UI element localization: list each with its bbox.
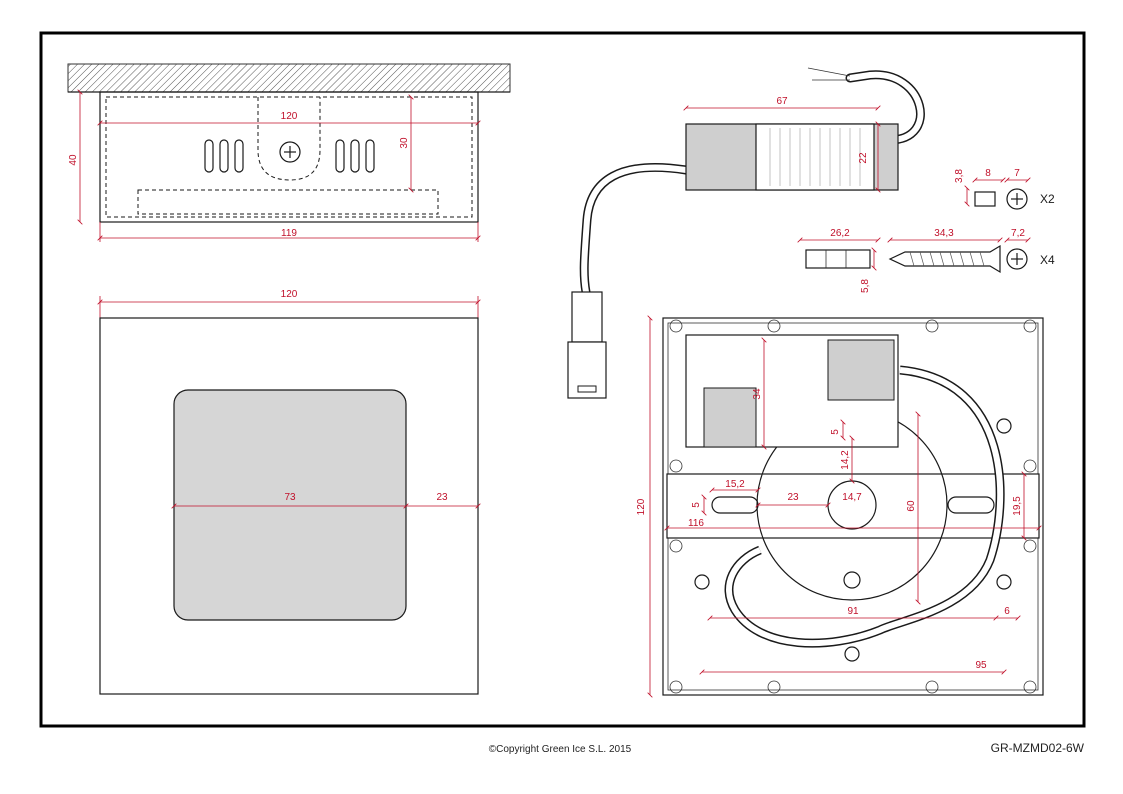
short-screw-icon: [974, 191, 996, 207]
clip-dashed: [257, 97, 321, 181]
ceiling-hatch: [67, 63, 511, 93]
housing-inner-dashed: [105, 96, 473, 218]
dim-plug-length: 26,2: [830, 228, 850, 239]
dim-front-width: 120: [281, 289, 298, 300]
dim-center-offset: 14,2: [840, 450, 851, 470]
dim-slot-width: 15,2: [725, 479, 745, 490]
dim-back-height: 120: [636, 498, 647, 515]
dim-plug-diameter: 5,8: [860, 279, 871, 293]
dim-outer-width: 95: [975, 660, 987, 671]
copyright-text: ©Copyright Green Ice S.L. 2015: [489, 744, 632, 755]
dim-screw-diameter: 7: [1014, 168, 1020, 179]
back-frame-outline: [662, 317, 1044, 696]
dim-panel-margin: 23: [436, 492, 448, 503]
dim-edge: 6: [1004, 606, 1010, 617]
vent-slots-left: [204, 139, 244, 173]
front-view: 120 73 23: [100, 289, 478, 695]
dim-driver-length: 67: [776, 96, 788, 107]
dim-side-depth: 30: [399, 137, 410, 149]
corner-screws: [694, 418, 1012, 662]
dim-slot-height: 5: [691, 502, 702, 508]
led-driver: 67 22: [567, 67, 925, 399]
long-screw-icon: [888, 244, 1001, 274]
back-view: 120 34 5 14,2 14,7 15,2 23 5 116 19,5 60…: [636, 317, 1044, 696]
dim-disc-height: 60: [906, 500, 917, 512]
sheet-frame: [39, 31, 1086, 728]
short-screw-head-icon: [1006, 188, 1028, 210]
dim-inner-width: 91: [847, 606, 859, 617]
dim-driver-height-inner: 34: [752, 388, 763, 400]
dim-side-width-bottom: 119: [281, 228, 297, 239]
dim-plate-height: 19,5: [1012, 496, 1023, 516]
dim-top-hole: 5: [830, 429, 841, 435]
dim-plate-width: 116: [688, 518, 704, 529]
dim-center-hole: 14,7: [842, 492, 862, 503]
bottom-hole: [843, 571, 861, 589]
housing-outline: [99, 91, 479, 223]
dim-side-height: 40: [68, 154, 79, 166]
slot-right: [947, 496, 995, 514]
side-view: 120 40 30 119: [67, 63, 511, 242]
screw-icon: [279, 141, 301, 163]
wall-plug-icon: [805, 249, 871, 269]
screw-set: 8 7 3,8 X2 26,2 5,8 34,3 7,2 X4: [800, 168, 1055, 293]
dim-screw-length: 8: [985, 168, 991, 179]
long-screw-head-icon: [1006, 248, 1028, 270]
short-screw-quantity: X2: [1040, 192, 1055, 206]
board-dashed: [137, 189, 439, 215]
dim-slot-gap: 23: [787, 492, 799, 503]
light-panel: [173, 389, 407, 621]
model-code: GR-MZMD02-6W: [991, 741, 1085, 755]
dim-long-screw-diameter: 7,2: [1011, 228, 1025, 239]
dim-panel-width: 73: [284, 492, 296, 503]
dim-screw-head: 3,8: [954, 169, 965, 183]
dim-side-width-top: 120: [281, 111, 298, 122]
dim-long-screw-length: 34,3: [934, 228, 954, 239]
dim-driver-height: 22: [858, 152, 869, 164]
long-screw-quantity: X4: [1040, 253, 1055, 267]
connector-plug: [571, 291, 603, 343]
vent-slots-right: [335, 139, 375, 173]
